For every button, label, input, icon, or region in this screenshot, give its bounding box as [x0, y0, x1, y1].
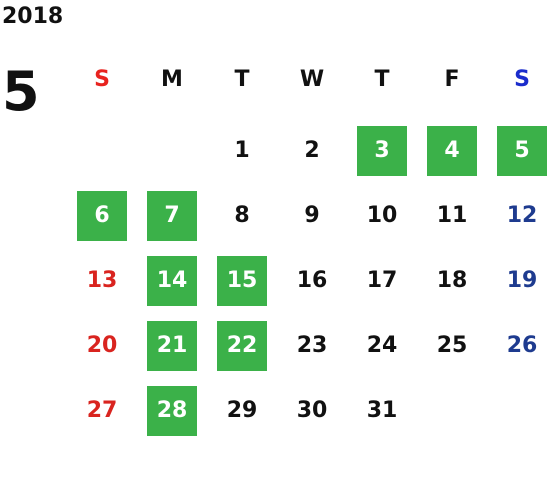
- calendar-day-label: 19: [506, 267, 538, 293]
- calendar-day-label: 14: [147, 255, 197, 306]
- calendar-day-label: 17: [366, 267, 398, 293]
- calendar-day-label: 26: [506, 332, 538, 358]
- calendar-day-label: 28: [147, 385, 197, 436]
- calendar-day-label: 5: [497, 125, 547, 176]
- weekday-monday: M: [161, 67, 183, 92]
- calendar-day[interactable]: 26: [487, 313, 548, 378]
- calendar-day-label: 4: [427, 125, 477, 176]
- calendar-day-label: 23: [296, 332, 328, 358]
- calendar-day[interactable]: 17: [347, 248, 417, 313]
- calendar-day-label: 8: [234, 202, 250, 228]
- calendar-day-label: 22: [217, 320, 267, 371]
- calendar-day[interactable]: 8: [207, 183, 277, 248]
- calendar-day-label: 12: [506, 202, 538, 228]
- calendar-day-label: 30: [296, 397, 328, 423]
- calendar-day[interactable]: 1: [207, 118, 277, 183]
- calendar-day[interactable]: 16: [277, 248, 347, 313]
- calendar-day-label: 15: [217, 255, 267, 306]
- calendar-day[interactable]: 13: [67, 248, 137, 313]
- calendar-day[interactable]: 7: [137, 183, 207, 248]
- calendar-day[interactable]: 6: [67, 183, 137, 248]
- calendar-day-label: 27: [86, 397, 118, 423]
- calendar-day[interactable]: 25: [417, 313, 487, 378]
- weekday-sunday: S: [94, 67, 110, 92]
- calendar-day-label: 24: [366, 332, 398, 358]
- calendar-day-label: 7: [147, 190, 197, 241]
- calendar-day[interactable]: 30: [277, 378, 347, 443]
- calendar-day-label: 1: [234, 137, 250, 163]
- calendar-day-label: 13: [86, 267, 118, 293]
- calendar-day[interactable]: 15: [207, 248, 277, 313]
- weekday-friday: F: [444, 67, 460, 92]
- calendar-day[interactable]: 4: [417, 118, 487, 183]
- calendar-day-label: 20: [86, 332, 118, 358]
- month-number: 5: [2, 60, 40, 123]
- calendar-day[interactable]: 18: [417, 248, 487, 313]
- calendar-day-label: 9: [304, 202, 320, 228]
- calendar-day-label: 29: [226, 397, 258, 423]
- calendar-day[interactable]: 2: [277, 118, 347, 183]
- weekday-header: S M T W T F S: [67, 62, 548, 98]
- calendar-day[interactable]: 31: [347, 378, 417, 443]
- weekday-wednesday: W: [299, 67, 325, 92]
- calendar-day[interactable]: 20: [67, 313, 137, 378]
- calendar-day-label: 10: [366, 202, 398, 228]
- calendar-day-label: 21: [147, 320, 197, 371]
- calendar-day-label: 25: [436, 332, 468, 358]
- calendar-day-label: 2: [304, 137, 320, 163]
- calendar-day[interactable]: 12: [487, 183, 548, 248]
- calendar-day[interactable]: 10: [347, 183, 417, 248]
- calendar-day[interactable]: 9: [277, 183, 347, 248]
- calendar-day[interactable]: 5: [487, 118, 548, 183]
- calendar-day-label: 6: [77, 190, 127, 241]
- calendar-day[interactable]: 24: [347, 313, 417, 378]
- calendar-day[interactable]: 14: [137, 248, 207, 313]
- weekday-tuesday: T: [234, 67, 250, 92]
- calendar-day[interactable]: 19: [487, 248, 548, 313]
- calendar-day[interactable]: 21: [137, 313, 207, 378]
- calendar-day[interactable]: 11: [417, 183, 487, 248]
- calendar-day[interactable]: 22: [207, 313, 277, 378]
- weekday-thursday: T: [374, 67, 390, 92]
- calendar-day-label: 16: [296, 267, 328, 293]
- weekday-saturday: S: [514, 67, 530, 92]
- calendar-day[interactable]: 23: [277, 313, 347, 378]
- calendar-day[interactable]: 28: [137, 378, 207, 443]
- calendar-day[interactable]: 29: [207, 378, 277, 443]
- calendar-day-label: 18: [436, 267, 468, 293]
- calendar-day-label: 11: [436, 202, 468, 228]
- calendar-day-label: 31: [366, 397, 398, 423]
- calendar-day[interactable]: 27: [67, 378, 137, 443]
- calendar-day[interactable]: 3: [347, 118, 417, 183]
- year-label: 2018: [2, 4, 64, 29]
- calendar-day-label: 3: [357, 125, 407, 176]
